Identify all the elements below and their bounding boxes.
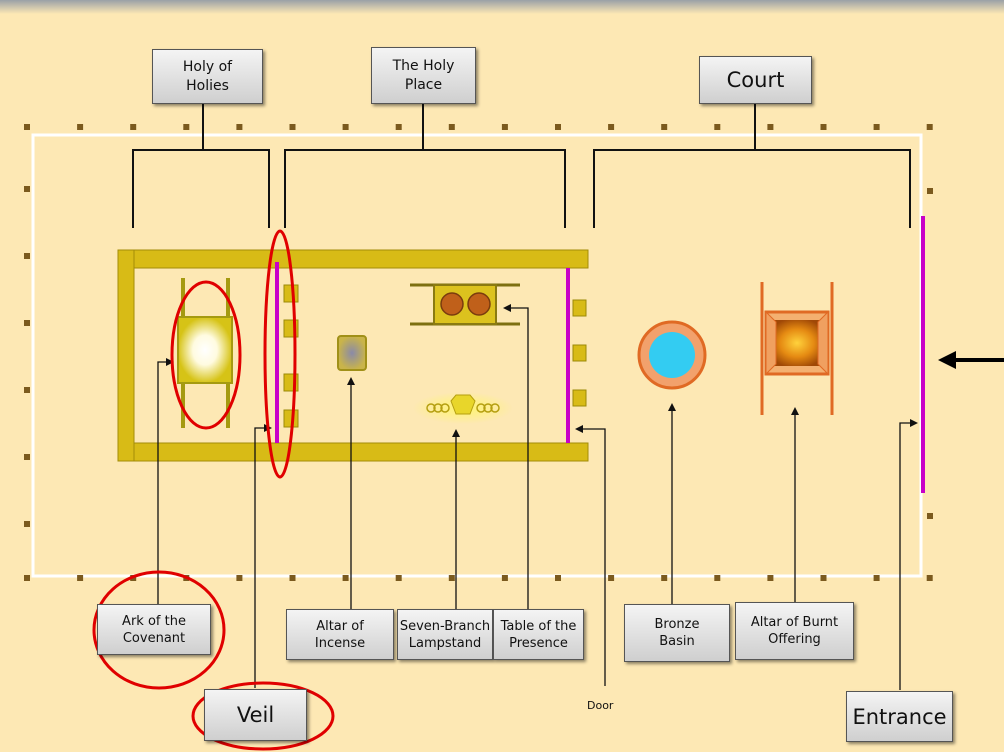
court-post [236, 124, 243, 130]
court-post [926, 575, 933, 581]
court-post [767, 575, 774, 581]
label-door: Door [587, 699, 614, 712]
holy-place-bracket [284, 149, 566, 228]
label-table-of-the-presence: Table of the Presence [493, 609, 584, 660]
table-pointer [506, 307, 529, 612]
court-post [289, 124, 296, 130]
label-ark-of-the-covenant: Ark of the Covenant [97, 604, 211, 655]
ark-label-highlight-ring [92, 570, 226, 690]
court-post [395, 575, 402, 581]
veil-highlight-ring [263, 229, 297, 479]
court-post [77, 575, 84, 581]
label-bronze-basin: Bronze Basin [624, 604, 730, 662]
veil-pointer [254, 427, 269, 688]
court-post [342, 124, 349, 130]
court-post [24, 387, 30, 393]
tabernacle-west-wall [117, 249, 135, 462]
lampstand-object [413, 392, 513, 424]
tabernacle-walls [117, 249, 589, 462]
tabernacle-north-wall [117, 249, 589, 269]
court-post [24, 575, 30, 581]
top-shadow-bar [0, 0, 1004, 14]
court-post [448, 124, 455, 130]
court-post [77, 124, 84, 130]
court-post [661, 575, 668, 581]
court-post [873, 575, 880, 581]
pointer-lines [157, 307, 915, 690]
label-holy-of-holies: Holy of Holies [152, 49, 263, 104]
court-post [24, 124, 30, 130]
ark-highlight-ring [170, 280, 242, 430]
court-post [714, 575, 721, 581]
court-posts [24, 124, 933, 581]
court-post [926, 124, 933, 130]
label-veil: Veil [204, 689, 307, 741]
court-post [289, 575, 296, 581]
court-post [555, 124, 561, 130]
court-post [24, 521, 30, 527]
court-post [183, 124, 190, 130]
label-altar-of-burnt-offering: Altar of Burnt Offering [735, 602, 854, 660]
court-post [501, 575, 508, 581]
veil-label-highlight-ring [191, 681, 335, 751]
court-post [820, 575, 827, 581]
tabernacle-south-wall [117, 442, 589, 462]
court-post [714, 124, 721, 130]
altar-of-incense-object [337, 335, 367, 371]
court-post [927, 513, 933, 519]
holy-of-holies-bracket [132, 149, 270, 228]
court-post [501, 124, 508, 130]
court-post [24, 454, 30, 460]
door-pillars [572, 299, 587, 407]
court-post [873, 124, 880, 130]
ark-of-the-covenant [177, 278, 233, 428]
court-post [24, 186, 30, 192]
highlight-rings [92, 229, 335, 751]
pointer-arrowheads [166, 304, 918, 437]
bronze-basin-object [637, 320, 707, 390]
table-of-the-presence-object [410, 283, 520, 326]
altar-of-burnt-offering-object [760, 282, 834, 415]
court-post [448, 575, 455, 581]
label-altar-of-incense: Altar of Incense [286, 609, 394, 660]
court-post [820, 124, 827, 130]
entrance-pointer [899, 422, 915, 690]
court-post [236, 575, 243, 581]
court-post [555, 575, 561, 581]
court-post [24, 253, 30, 259]
label-court: Court [699, 56, 812, 104]
door-pointer [578, 428, 606, 686]
court-post [395, 124, 402, 130]
court-post [927, 188, 933, 194]
label-lampstand: Seven-Branch Lampstand [397, 609, 493, 660]
label-holy-place: The Holy Place [371, 47, 476, 104]
court-bracket [593, 149, 911, 228]
court-post [661, 124, 668, 130]
entrance-arrow-icon [938, 351, 1004, 369]
court-post [342, 575, 349, 581]
court-post [767, 124, 774, 130]
court-post [24, 320, 30, 326]
court-post [130, 124, 137, 130]
court-post [608, 575, 615, 581]
label-entrance: Entrance [846, 691, 953, 742]
section-brackets [132, 103, 911, 228]
court-post [608, 124, 615, 130]
